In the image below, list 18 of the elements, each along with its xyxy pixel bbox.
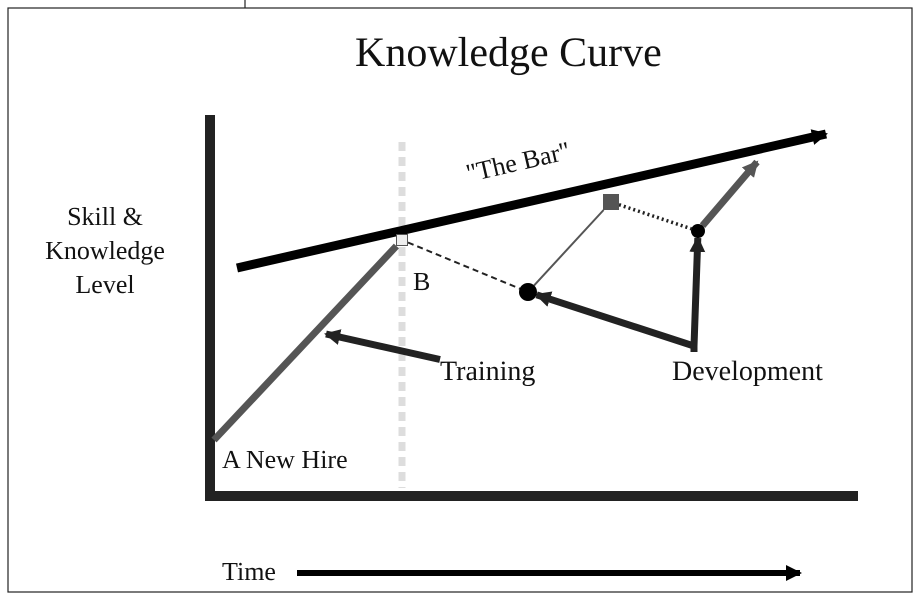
connector-line [211, 244, 399, 442]
arrow [324, 329, 441, 363]
axis-label: Time [222, 558, 276, 587]
connector-line [408, 242, 520, 290]
start-label: A New Hire [222, 446, 348, 475]
square-marker [396, 234, 408, 246]
square-marker [603, 194, 619, 210]
bar-label: "The Bar" [464, 136, 573, 189]
connector-line [618, 203, 692, 230]
arrow [700, 160, 760, 228]
data-point [691, 224, 705, 238]
axis-label: Skill & Knowledge Level [44, 201, 166, 301]
chart-title: Knowledge Curve [355, 30, 662, 76]
data-point [519, 283, 537, 301]
connector-line [533, 209, 604, 286]
point-label: B [413, 268, 430, 297]
callout-text: Development [672, 352, 852, 392]
callout-text: Training [440, 352, 552, 392]
